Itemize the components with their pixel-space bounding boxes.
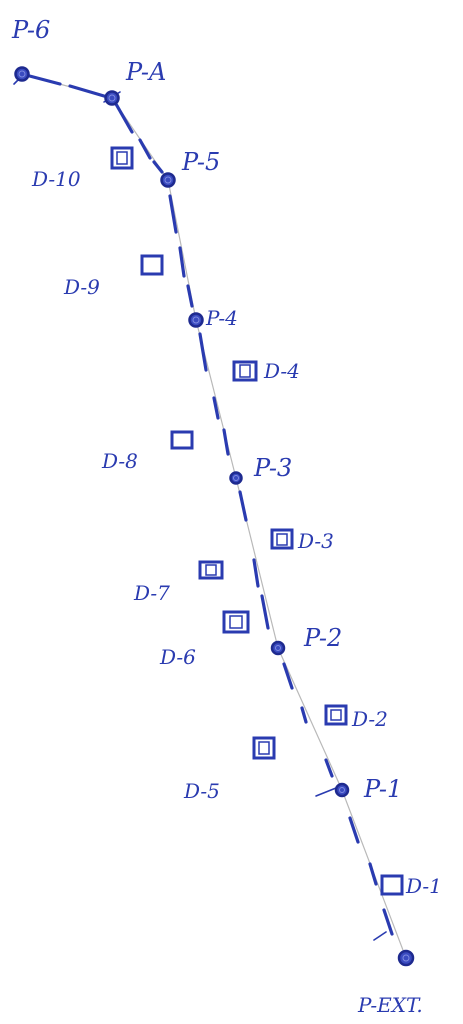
post-p5: P-5 [160,148,220,188]
device-label: D-3 [297,529,334,553]
device-d3: D-3 [270,528,334,553]
post-p4: P-4 [188,306,238,330]
device-d7: D-7 [133,560,224,605]
device-label: D-7 [133,581,170,605]
device-d5: D-5 [183,736,276,803]
post-label: P-4 [205,306,238,330]
post-p3: P-3 [229,454,292,485]
post-label: P-EXT. [357,993,423,1017]
tick-marks [13,73,387,941]
device-label: D-5 [183,779,220,803]
post-p2: P-2 [270,624,342,656]
pencil-guide-line [21,73,407,959]
post-label: P-3 [253,454,292,482]
device-d6: D-6 [159,610,250,669]
post-pa: P-A [104,58,166,106]
device-label: D-9 [63,275,100,299]
post-label: P-2 [303,624,342,652]
device-label: D-8 [101,449,138,473]
device-label: D-10 [31,167,81,191]
post-label: P-1 [363,775,402,803]
device-d10: D-10 [31,146,134,191]
device-label: D-6 [159,645,196,669]
device-d2: D-2 [324,704,388,731]
device-label: D-4 [263,359,300,383]
device-d4: D-4 [232,359,300,383]
post-p1: P-1 [334,775,402,803]
device-d1: D-1 [380,874,442,898]
post-p6: P-6 [11,16,50,82]
post-label: P-6 [11,16,50,44]
route-line [20,72,394,936]
post-label: P-5 [181,148,220,176]
device-d8: D-8 [101,430,194,473]
device-d9: D-9 [63,254,164,299]
post-pext: P-EXT. [357,949,423,1017]
device-label: D-1 [405,874,442,898]
post-label: P-A [125,58,166,86]
device-label: D-2 [351,707,388,731]
